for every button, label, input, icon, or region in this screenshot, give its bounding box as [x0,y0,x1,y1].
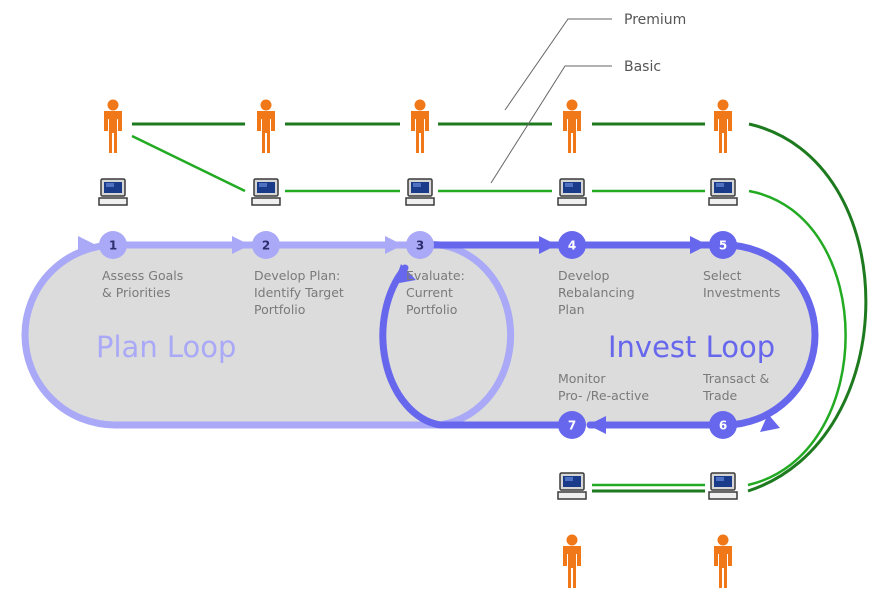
basic-legend-label: Basic [624,59,661,75]
step-4-line-2: Rebalancing [558,285,635,300]
computer-icon [251,178,281,206]
premium-connections [132,122,868,493]
step-7-line-1: Monitor [558,371,606,386]
person-icon [714,534,732,588]
person-icon [563,534,581,588]
step-4-line-1: Develop [558,268,610,283]
step-label-4: Develop Rebalancing Plan [558,268,639,317]
arrow-to-step-7 [588,416,606,434]
svg-text:4: 4 [568,239,576,253]
basic-connections [131,134,847,487]
computer-icon [708,178,738,206]
svg-text:2: 2 [262,239,270,253]
step-node-1: 1 [99,231,127,259]
premium-legend-label: Premium [624,12,686,28]
svg-text:1: 1 [109,239,117,253]
step-5-line-1: Select [703,268,742,283]
legend-leaders [490,18,612,184]
invest-loop-path [379,241,819,429]
step-3-line-1: Evaluate: [406,268,465,283]
arrow-to-step-1 [78,236,96,254]
step-label-3: Evaluate: Current Portfolio [406,268,469,317]
step-label-2: Develop Plan: Identify Target Portfolio [254,268,348,317]
computer-icon [557,178,587,206]
step-label-6: Transact & Trade [702,371,773,403]
step-3-line-3: Portfolio [406,302,457,317]
person-icon [257,99,275,153]
step-label-5: Select Investments [703,268,780,300]
step-node-6: 6 [709,411,737,439]
step-2-line-1: Develop Plan: [254,268,340,283]
step-2-line-2: Identify Target [254,285,344,300]
arrow-to-step-2 [232,236,250,254]
person-icon [563,99,581,153]
svg-text:6: 6 [719,419,727,433]
person-icon [714,99,732,153]
step-6-line-2: Trade [702,388,738,403]
step-node-4: 4 [558,231,586,259]
step-1-line-2: & Priorities [102,285,171,300]
computer-icon [405,178,435,206]
computer-icon [98,178,128,206]
step-node-2: 2 [252,231,280,259]
arrow-to-step-6 [760,414,780,432]
computer-icon [708,472,738,500]
step-7-line-2: Pro- /Re-active [558,388,649,403]
invest-loop-title: Invest Loop [608,330,775,364]
step-1-line-1: Assess Goals [102,268,183,283]
arrow-to-step-3 [385,236,403,254]
step-3-line-2: Current [406,285,453,300]
step-4-line-3: Plan [558,302,585,317]
step-node-7: 7 [558,411,586,439]
svg-text:7: 7 [568,419,576,433]
step-6-line-1: Transact & [702,371,769,386]
invest-loop-fill [420,245,815,425]
person-icon [411,99,429,153]
plan-loop-title: Plan Loop [96,330,236,364]
plan-loop-fill [25,245,440,425]
step-label-1: Assess Goals & Priorities [102,268,187,300]
arrow-to-step-4 [539,236,557,254]
step-2-line-3: Portfolio [254,302,305,317]
step-node-5: 5 [709,231,737,259]
step-label-7: Monitor Pro- /Re-active [558,371,649,403]
svg-text:3: 3 [416,239,424,253]
step-5-line-2: Investments [703,285,780,300]
step-node-3: 3 [406,231,434,259]
computer-icon [557,472,587,500]
arrow-to-step-3-invest [394,264,416,284]
person-icon [104,99,122,153]
loop-arrowheads [78,236,780,434]
arrow-to-step-5 [690,236,708,254]
svg-text:5: 5 [719,239,727,253]
